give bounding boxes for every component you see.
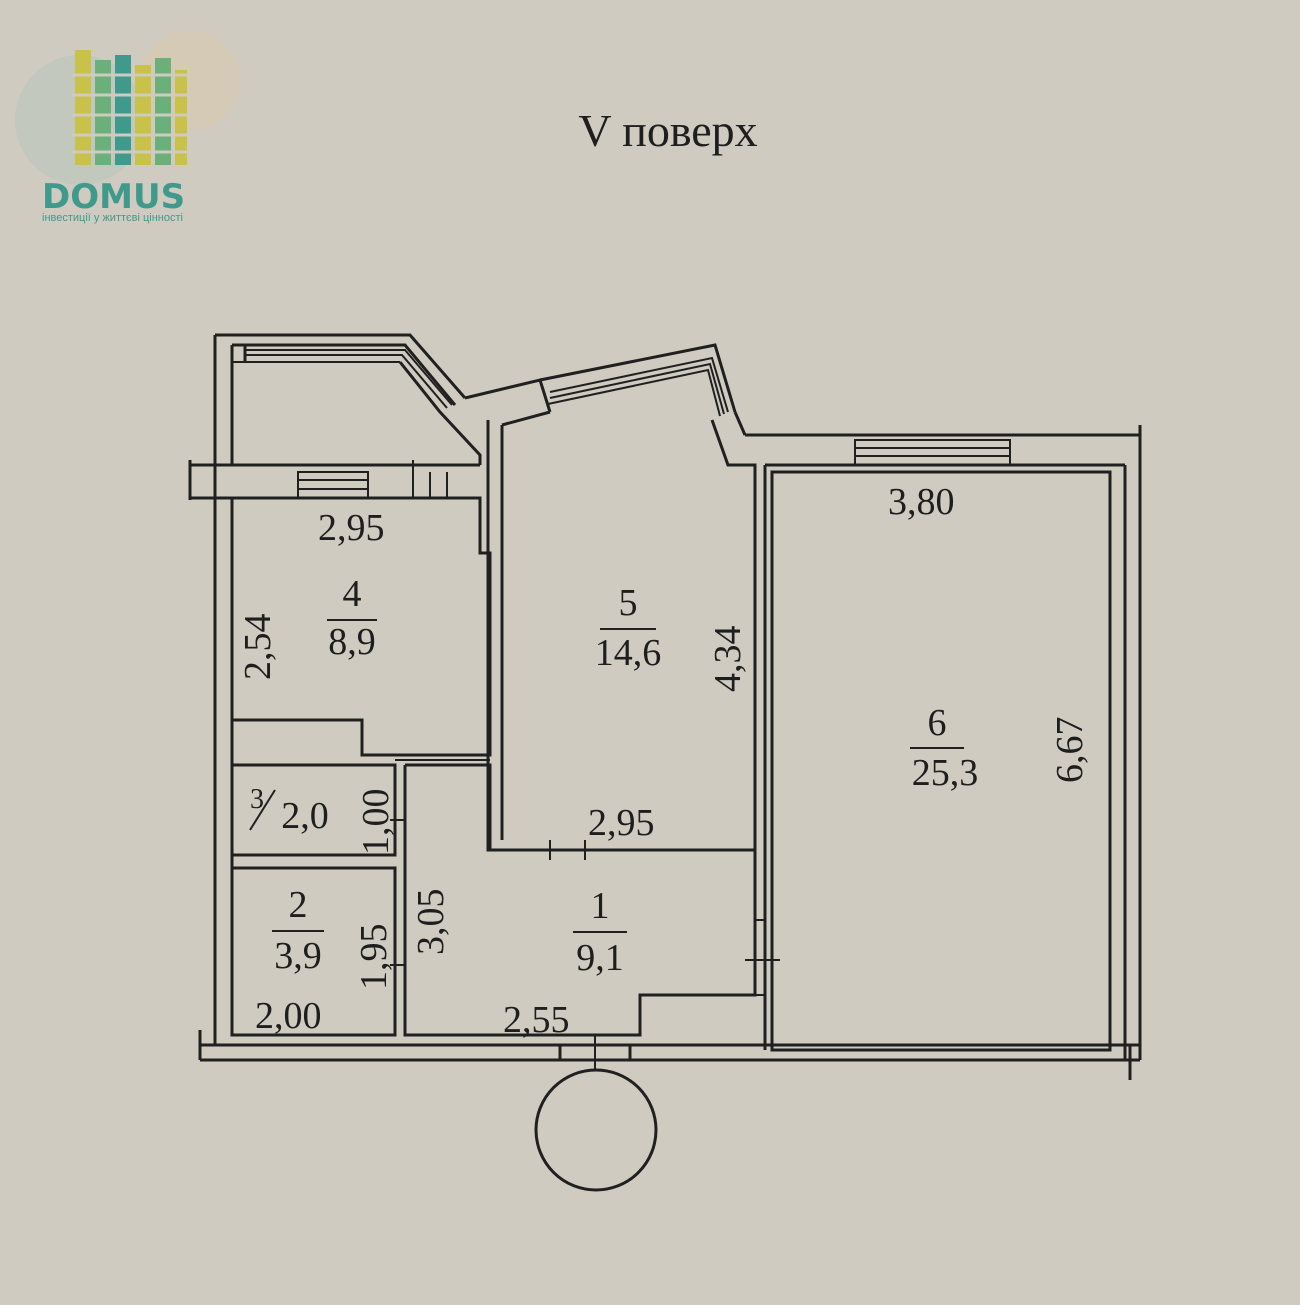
dim-room1-height: 3,05 <box>410 889 452 956</box>
room-4-number: 4 <box>343 573 362 615</box>
logo-tagline: інвестиції у життєві цінності <box>42 212 183 224</box>
room-3-area: 2,0 <box>281 795 329 837</box>
dim-room5-height: 4,34 <box>707 626 749 693</box>
room-6-number: 6 <box>928 702 947 744</box>
room-2-number: 2 <box>289 884 308 926</box>
dim-room1-width: 2,55 <box>503 999 570 1041</box>
floor-title: V поверх <box>578 105 757 156</box>
dim-room6-width: 3,80 <box>888 481 955 523</box>
room-4: 4 8,9 <box>327 573 377 663</box>
room-6: 6 25,3 <box>910 702 978 794</box>
room-2-area: 3,9 <box>274 935 322 977</box>
dim-room4-height: 2,54 <box>237 614 279 681</box>
walls <box>188 333 1142 1080</box>
dim-room4-width: 2,95 <box>318 507 385 549</box>
dim-room6-height: 6,67 <box>1049 717 1091 784</box>
dim-room2-height: 1,95 <box>353 924 395 991</box>
building-bars-icon <box>72 50 190 165</box>
room-3-number: 3 <box>250 784 264 815</box>
column-circle <box>534 1068 658 1192</box>
room-4-area: 8,9 <box>328 621 376 663</box>
room-3: 3 2,0 <box>249 784 329 837</box>
room-1-area: 9,1 <box>576 937 624 979</box>
dim-room3-height: 1,00 <box>355 789 397 856</box>
logo-wordmark: DOMUS <box>42 177 185 217</box>
room-2: 2 3,9 <box>272 884 324 977</box>
room-6-area: 25,3 <box>912 752 979 794</box>
room-5: 5 14,6 <box>595 582 662 674</box>
domus-logo: DOMUS інвестиції у життєві цінності <box>15 30 240 224</box>
room-5-number: 5 <box>619 582 638 624</box>
dim-room2-width: 2,00 <box>255 995 322 1037</box>
room-1-number: 1 <box>591 885 610 927</box>
room-5-area: 14,6 <box>595 632 662 674</box>
room-1: 1 9,1 <box>573 885 627 979</box>
dimensions: 2,95 2,54 4,34 2,95 3,80 6,67 1,00 1,95 … <box>237 481 1091 1041</box>
dim-room5-width: 2,95 <box>588 802 655 844</box>
